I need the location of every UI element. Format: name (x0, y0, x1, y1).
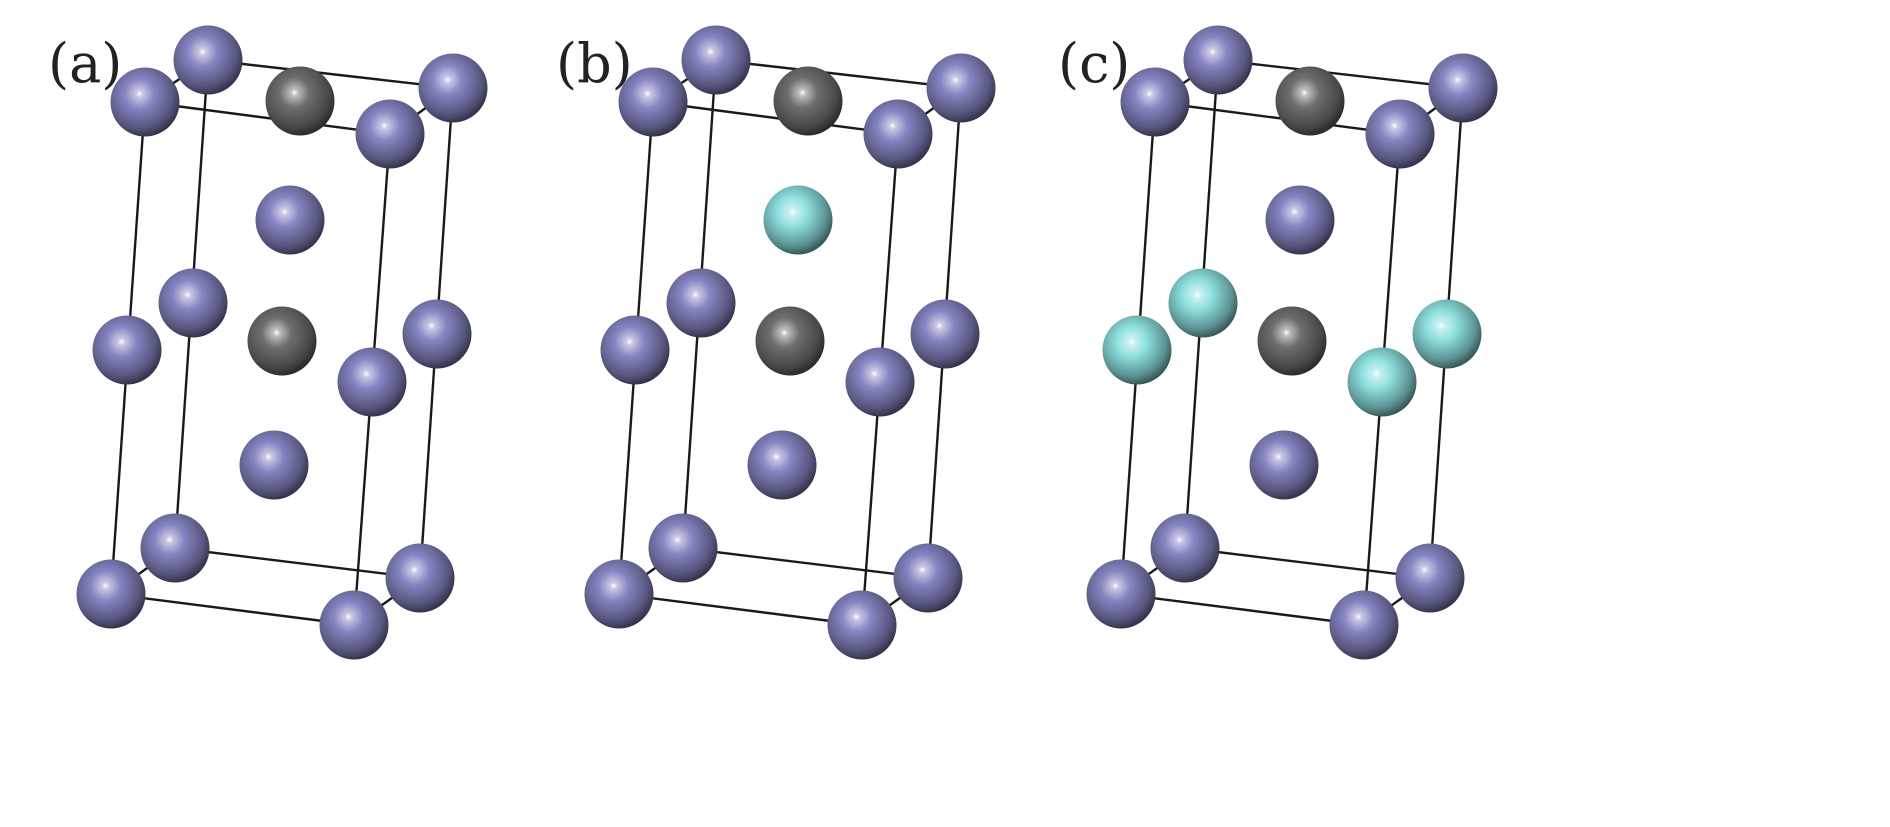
carbon-atom-mid-center (247, 306, 317, 376)
cell-edge (714, 58, 963, 90)
panel-b: (b) (556, 25, 996, 660)
host-atom-mid-front-left (92, 315, 162, 385)
host-atom-top-back-left (173, 25, 243, 95)
host-atom-bottom-front-left (584, 559, 654, 629)
cell-edge (1153, 100, 1402, 136)
host-atom-mid-back-left (666, 268, 736, 338)
host-atom-top-back-right (1428, 53, 1498, 123)
host-atom-top-front-left (618, 67, 688, 137)
cell-edge (1119, 592, 1366, 627)
host-atom-top-back-right (926, 53, 996, 123)
panel-c-label: (c) (1058, 32, 1130, 95)
dopant-atom-mid-front-right (1347, 347, 1417, 417)
host-atom-bottom-back-left (1150, 513, 1220, 583)
host-atom-upper-interior (1265, 185, 1335, 255)
panel-b-label: (b) (556, 32, 633, 95)
host-atom-bottom-front-right (1329, 590, 1399, 660)
dopant-atom-mid-back-left (1168, 268, 1238, 338)
carbon-atom-mid-center (755, 306, 825, 376)
dopant-atom-upper-interior (763, 185, 833, 255)
host-atom-top-front-left (110, 67, 180, 137)
host-atom-top-back-right (418, 53, 488, 123)
host-atom-lower-interior (747, 430, 817, 500)
host-atom-top-front-right (355, 99, 425, 169)
carbon-atom-mid-center (1257, 306, 1327, 376)
cell-edge (1216, 58, 1465, 90)
panel-a-label: (a) (48, 32, 122, 95)
host-atom-top-back-left (681, 25, 751, 95)
host-atom-top-front-left (1120, 67, 1190, 137)
cell-edge (206, 58, 455, 90)
panel-c: (c) (1058, 25, 1498, 660)
host-atom-mid-front-left (600, 315, 670, 385)
host-atom-bottom-back-left (140, 513, 210, 583)
host-atom-bottom-back-right (1395, 543, 1465, 613)
host-atom-bottom-front-left (76, 559, 146, 629)
cell-edge (617, 592, 864, 627)
host-atom-bottom-back-right (893, 543, 963, 613)
host-atom-mid-back-right (910, 299, 980, 369)
host-atom-bottom-front-right (827, 590, 897, 660)
host-atom-mid-back-right (402, 299, 472, 369)
host-atom-mid-back-left (158, 268, 228, 338)
host-atom-top-front-right (1365, 99, 1435, 169)
carbon-atom-top-center (773, 66, 843, 136)
host-atom-top-front-right (863, 99, 933, 169)
host-atom-bottom-front-right (319, 590, 389, 660)
panel-a: (a) (48, 25, 488, 660)
carbon-atom-top-center (1275, 66, 1345, 136)
host-atom-lower-interior (239, 430, 309, 500)
host-atom-lower-interior (1249, 430, 1319, 500)
host-atom-top-back-left (1183, 25, 1253, 95)
cell-edge (651, 100, 900, 136)
host-atom-bottom-back-left (648, 513, 718, 583)
carbon-atom-top-center (265, 66, 335, 136)
cell-edge (173, 546, 422, 580)
cell-edge (681, 546, 930, 580)
host-atom-mid-front-right (337, 347, 407, 417)
host-atom-bottom-front-left (1086, 559, 1156, 629)
host-atom-mid-front-right (845, 347, 915, 417)
cell-edge (143, 100, 392, 136)
host-atom-bottom-back-right (385, 543, 455, 613)
cell-edge (109, 592, 356, 627)
dopant-atom-mid-back-right (1412, 299, 1482, 369)
dopant-atom-mid-front-left (1102, 315, 1172, 385)
host-atom-upper-interior (255, 185, 325, 255)
cell-edge (1183, 546, 1432, 580)
